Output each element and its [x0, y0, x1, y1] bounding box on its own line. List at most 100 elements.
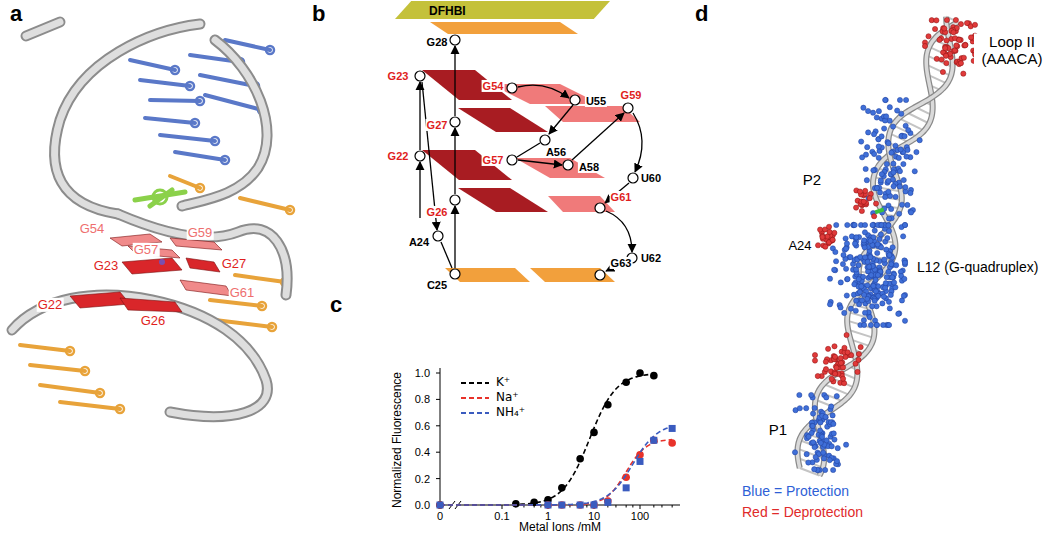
probe-dot	[889, 206, 894, 211]
residue-label: G54	[79, 222, 106, 236]
probe-dot	[859, 298, 864, 303]
base-stick	[40, 385, 100, 393]
probe-dot	[881, 322, 886, 327]
residue-label: G26	[140, 314, 167, 328]
tick-label: 100	[631, 510, 649, 522]
base-stick	[60, 402, 120, 409]
data-point	[558, 502, 565, 509]
probe-dot	[953, 17, 958, 22]
probe-dot	[872, 151, 877, 156]
tick-label: 0.4	[415, 446, 430, 458]
backbone-tube	[182, 40, 267, 206]
tick-label: 0.2	[415, 473, 430, 485]
probe-dot	[818, 420, 823, 425]
base-stick	[130, 60, 175, 70]
probe-dot	[932, 26, 937, 31]
probe-dot	[823, 244, 828, 249]
base-ring	[116, 405, 124, 413]
x-minor-tick	[586, 505, 587, 508]
probe-dot	[829, 404, 834, 409]
probe-dot	[902, 222, 907, 227]
probe-dot	[902, 222, 907, 227]
data-point	[558, 484, 566, 492]
nucleotide-dot	[450, 269, 460, 279]
data-point	[669, 425, 676, 432]
backbone-tube	[118, 214, 287, 295]
nucleotide-dot	[507, 83, 517, 93]
probe-dot	[838, 356, 843, 361]
probe-dot	[961, 71, 966, 76]
probe-dot	[864, 178, 869, 183]
base-stick	[150, 100, 200, 101]
x-minor-tick	[661, 505, 662, 508]
base-stick	[210, 300, 262, 306]
probe-dot	[792, 450, 797, 455]
data-point	[604, 499, 611, 506]
data-point	[622, 378, 630, 386]
base-plane	[490, 84, 600, 104]
probe-dot	[870, 304, 875, 309]
probe-dot	[883, 281, 888, 286]
base-stick	[30, 365, 85, 371]
probe-dot	[887, 306, 892, 311]
probe-dot	[862, 222, 867, 227]
legend-entry: K⁺	[460, 376, 510, 389]
probe-dot	[861, 105, 866, 110]
x-tick	[502, 505, 503, 509]
nucleotide-dot	[595, 270, 605, 280]
fluorophore	[875, 207, 885, 214]
probe-dot	[883, 194, 888, 199]
probe-dot	[862, 322, 867, 327]
probe-dot	[896, 155, 901, 160]
probe-dot	[874, 185, 879, 190]
probe-dot	[906, 127, 911, 132]
probe-dot	[831, 467, 836, 472]
residue-label: G23	[93, 259, 120, 273]
axis-title: Metal Ions /mM	[519, 521, 601, 534]
base-stick	[20, 345, 70, 351]
data-point	[636, 369, 644, 377]
probe-dot	[890, 275, 895, 280]
guanine-slab	[122, 258, 182, 274]
nucleotide-label: A24	[408, 236, 430, 248]
probe-dot	[937, 37, 942, 42]
probe-dot	[940, 69, 945, 74]
probe-dot	[854, 235, 859, 240]
probe-dot	[944, 61, 949, 66]
probe-dot	[881, 294, 886, 299]
probe-dot	[878, 178, 883, 183]
base-ring	[196, 97, 204, 105]
probe-dot	[829, 444, 834, 449]
probe-dot	[833, 249, 838, 254]
probe-dot	[879, 222, 884, 227]
nucleotide-label: G61	[610, 191, 633, 203]
strand-arrow	[518, 85, 569, 98]
fit-curve	[440, 427, 672, 505]
probe-dot	[922, 43, 927, 48]
probe-dot	[943, 46, 948, 51]
nucleotide-label: G28	[426, 36, 449, 48]
nucleotide-label: G59	[620, 89, 643, 101]
fluorophore	[153, 190, 167, 204]
base-ring	[286, 206, 294, 214]
probe-dot	[845, 277, 850, 282]
probe-dot	[883, 97, 888, 102]
probe-dot	[874, 322, 879, 327]
base-pair	[798, 449, 825, 459]
data-point	[544, 501, 552, 509]
probe-dot	[855, 369, 860, 374]
probe-dot	[912, 169, 917, 174]
probe-dot	[882, 257, 887, 262]
probe-dot	[892, 280, 897, 285]
probe-dot	[859, 139, 864, 144]
nucleotide-dot	[415, 71, 425, 81]
probe-dot	[886, 228, 891, 233]
probe-dot	[823, 415, 828, 420]
data-point	[436, 501, 444, 509]
base-ring	[186, 82, 194, 90]
probe-dot	[871, 168, 876, 173]
probe-dot	[886, 223, 891, 228]
probe-dot	[857, 189, 862, 194]
probe-dot	[811, 440, 816, 445]
base-plane	[422, 70, 512, 100]
